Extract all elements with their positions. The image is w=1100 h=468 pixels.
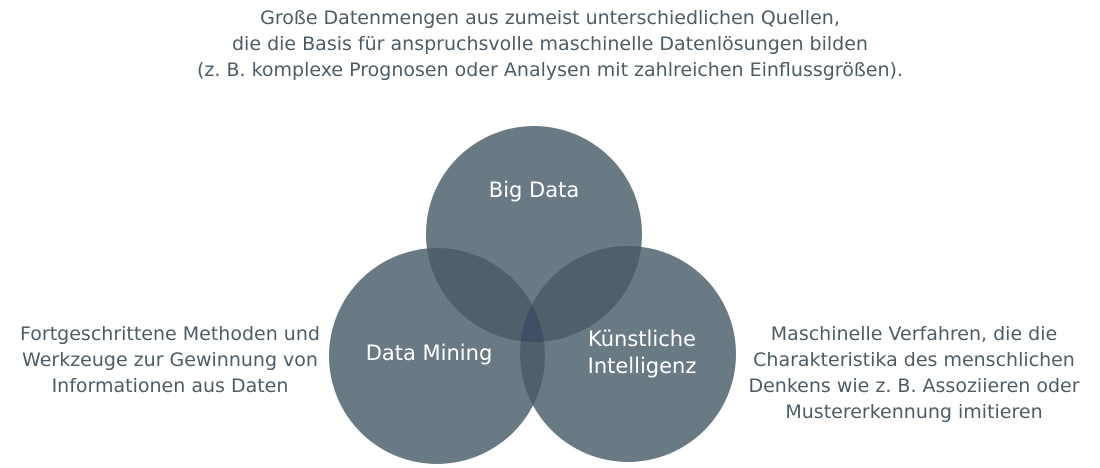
data-mining-description-line-1: Fortgeschrittene Methoden und	[20, 323, 320, 345]
data-mining-description-line-2: Werkzeuge zur Gewinnung von	[22, 349, 318, 371]
big-data-label: Big Data	[489, 178, 579, 202]
data-mining-description: Fortgeschrittene Methoden und Werkzeuge …	[4, 321, 336, 399]
ki-description-line-2: Charakteristika des menschlichen	[753, 349, 1075, 371]
data-mining-description-line-3: Informationen aus Daten	[51, 375, 289, 397]
big-data-description-line-3: (z. B. komplexe Prognosen oder Analysen …	[197, 59, 903, 81]
big-data-description: Große Datenmengen aus zumeist unterschie…	[0, 5, 1100, 83]
ki-description-line-1: Maschinelle Verfahren, die die	[770, 323, 1058, 345]
data-mining-label: Data Mining	[366, 341, 493, 365]
big-data-description-line-1: Große Datenmengen aus zumeist unterschie…	[260, 7, 840, 29]
ki-description: Maschinelle Verfahren, die die Charakter…	[728, 321, 1100, 425]
overlap-big-data-data-mining	[426, 248, 545, 342]
ki-description-line-4: Mustererkennung imitieren	[785, 401, 1043, 423]
big-data-description-line-2: die die Basis für anspruchsvolle maschin…	[232, 33, 868, 55]
overlap-big-data-ki	[520, 246, 642, 342]
ki-label-line-1: Künstliche	[588, 327, 696, 351]
ki-label-line-2: Intelligenz	[588, 354, 697, 378]
ki-description-line-3: Denkens wie z. B. Assoziieren oder	[748, 375, 1080, 397]
